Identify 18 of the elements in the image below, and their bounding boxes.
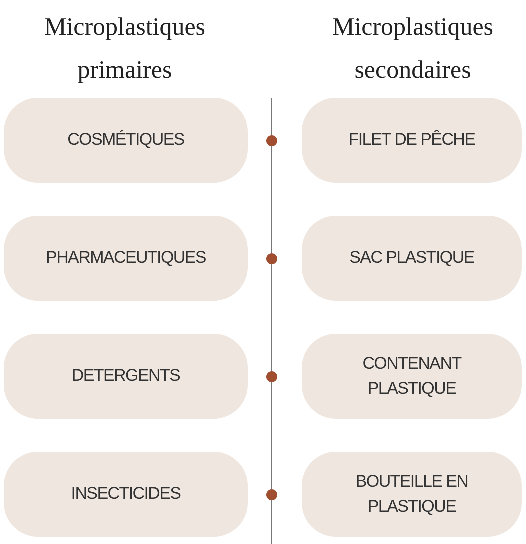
category-pill — [302, 334, 522, 419]
column-heading: Microplastiques primaires — [43, 13, 207, 86]
category-label: SAC PLASTIQUE — [350, 247, 474, 270]
category-label: COSMÉTIQUES — [68, 129, 184, 152]
category-label: CONTENANT PLASTIQUE — [362, 352, 463, 400]
category-label: PHARMACEUTIQUES — [46, 247, 206, 270]
category-pill — [4, 452, 248, 537]
category-pill — [302, 452, 522, 537]
category-pill — [4, 334, 248, 419]
category-pill — [4, 216, 248, 301]
category-pill — [4, 98, 248, 183]
category-label: DETERGENTS — [72, 365, 180, 388]
category-pill — [302, 216, 522, 301]
category-label: INSECTICIDES — [71, 483, 181, 506]
category-label: BOUTEILLE EN PLASTIQUE — [354, 470, 470, 518]
category-pill — [302, 98, 522, 183]
category-label: FILET DE PÊCHE — [348, 129, 476, 152]
column-heading: Microplastiques secondaires — [331, 13, 495, 86]
